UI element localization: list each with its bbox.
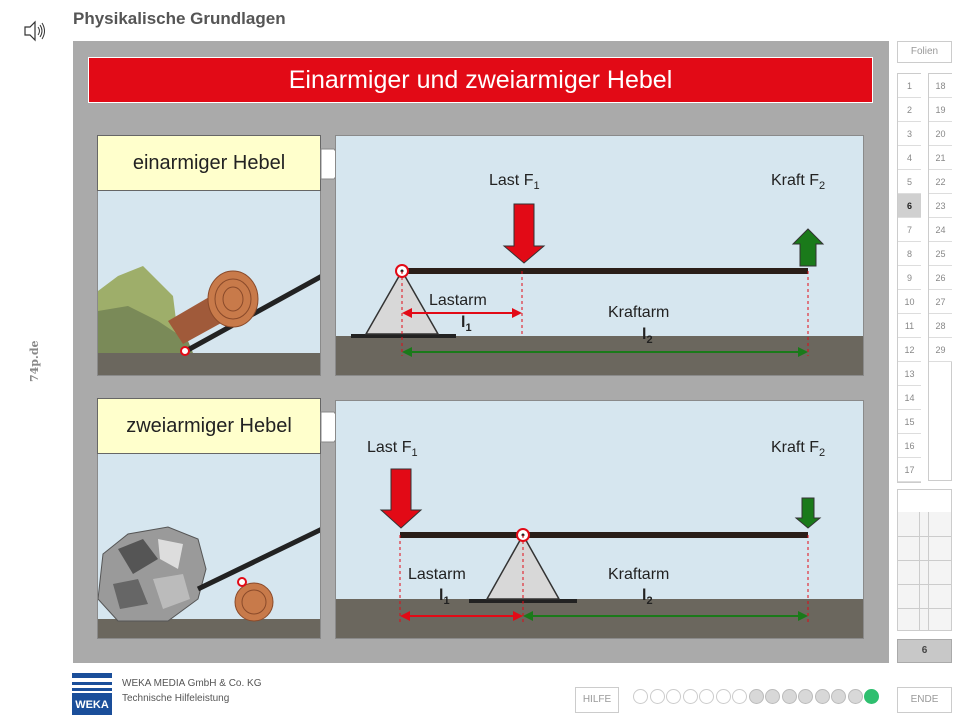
slide-nav-item-23[interactable]: 23 bbox=[929, 194, 952, 218]
slide-nav-item-20[interactable]: 20 bbox=[929, 122, 952, 146]
one-arm-lever-diagram bbox=[336, 203, 863, 375]
panel2-last-label: Last F1 bbox=[367, 439, 418, 460]
current-slide-indicator: 6 bbox=[897, 639, 952, 663]
slide-nav-item-28[interactable]: 28 bbox=[929, 314, 952, 338]
progress-dot[interactable] bbox=[798, 689, 813, 704]
progress-dot[interactable] bbox=[666, 689, 681, 704]
panel1-diagram: Last F1 Kraft F2 Lastarm l1 Kraftarm l2 bbox=[335, 135, 864, 376]
progress-dot[interactable] bbox=[633, 689, 648, 704]
side-watermark: 74p.de bbox=[28, 340, 41, 382]
nav-divider bbox=[898, 608, 951, 609]
slide-nav-item-18[interactable]: 18 bbox=[929, 74, 952, 98]
progress-dot[interactable] bbox=[847, 689, 863, 704]
panel2-label: zweiarmiger Hebel bbox=[97, 398, 321, 454]
panel2-lastarm-label: Lastarm bbox=[408, 566, 466, 583]
slide-nav-item-8[interactable]: 8 bbox=[898, 242, 921, 266]
logo-text: WEKA bbox=[75, 699, 109, 711]
slide-nav-item-7[interactable]: 7 bbox=[898, 218, 921, 242]
panel1-last-label: Last F1 bbox=[489, 172, 540, 193]
two-arm-lever-diagram bbox=[336, 468, 863, 638]
nav-control-col-right bbox=[928, 512, 951, 630]
progress-dot[interactable] bbox=[715, 689, 731, 704]
slide-nav-item-29[interactable]: 29 bbox=[929, 338, 952, 362]
slide-nav-item-22[interactable]: 22 bbox=[929, 170, 952, 194]
progress-dot[interactable] bbox=[649, 689, 665, 704]
progress-dot[interactable] bbox=[864, 689, 879, 704]
slide-nav-item-26[interactable]: 26 bbox=[929, 266, 952, 290]
panel1-label: einarmiger Hebel bbox=[97, 135, 321, 191]
weka-logo: WEKA bbox=[72, 673, 112, 715]
slide-nav-item-24[interactable]: 24 bbox=[929, 218, 952, 242]
slide-nav-item-17[interactable]: 17 bbox=[898, 458, 921, 482]
nav-divider bbox=[898, 584, 951, 585]
progress-dot[interactable] bbox=[781, 689, 797, 704]
slide-nav-item-13[interactable]: 13 bbox=[898, 362, 921, 386]
slide-nav-item-10[interactable]: 10 bbox=[898, 290, 921, 314]
folien-button[interactable]: Folien bbox=[897, 41, 952, 63]
slide-nav-item-16[interactable]: 16 bbox=[898, 434, 921, 458]
progress-dot[interactable] bbox=[765, 689, 780, 704]
slide-nav-item-11[interactable]: 11 bbox=[898, 314, 921, 338]
slide-nav-item-19[interactable]: 19 bbox=[929, 98, 952, 122]
panel1-l1-label: l1 bbox=[461, 314, 472, 335]
slide-nav-item-21[interactable]: 21 bbox=[929, 146, 952, 170]
panel2-kraft-label: Kraft F2 bbox=[771, 439, 826, 460]
logo-stripe bbox=[72, 691, 112, 693]
hilfe-button[interactable]: HILFE bbox=[575, 687, 619, 713]
panel2-diagram: Last F1 Kraft F2 Lastarm l1 Kraftarm l2 bbox=[335, 400, 864, 639]
nav-control-panel bbox=[897, 489, 952, 631]
panel1-lastarm-label: Lastarm bbox=[429, 292, 487, 309]
slide-nav-item-25[interactable]: 25 bbox=[929, 242, 952, 266]
nav-divider bbox=[898, 560, 951, 561]
slide-nav-item-27[interactable]: 27 bbox=[929, 290, 952, 314]
slide-nav-item-6[interactable]: 6 bbox=[898, 194, 921, 218]
panel1-kraftarm-label: Kraftarm bbox=[608, 304, 670, 321]
course-subtitle: Technische Hilfeleistung bbox=[122, 693, 230, 704]
slide-nav-item-14[interactable]: 14 bbox=[898, 386, 921, 410]
slide-nav-item-15[interactable]: 15 bbox=[898, 410, 921, 434]
panel1-kraft-label: Kraft F2 bbox=[771, 172, 826, 193]
slide-nav-item-3[interactable]: 3 bbox=[898, 122, 921, 146]
slide-title: Einarmiger und zweiarmiger Hebel bbox=[88, 57, 873, 103]
panel2-l2-label: l2 bbox=[642, 587, 653, 608]
logo-stripe bbox=[72, 678, 112, 682]
progress-dot[interactable] bbox=[699, 689, 714, 704]
section-title: Physikalische Grundlagen bbox=[73, 9, 286, 28]
panel2-l1-label: l1 bbox=[439, 587, 450, 608]
progress-dot[interactable] bbox=[748, 689, 764, 704]
slide-nav-item-9[interactable]: 9 bbox=[898, 266, 921, 290]
ende-button[interactable]: ENDE bbox=[897, 687, 952, 713]
progress-dot[interactable] bbox=[682, 689, 698, 704]
panel2-kraftarm-label: Kraftarm bbox=[608, 566, 670, 583]
slide-nav-item-5[interactable]: 5 bbox=[898, 170, 921, 194]
logo-stripe bbox=[72, 685, 112, 688]
nav-divider bbox=[898, 536, 951, 537]
slide-nav-item-4[interactable]: 4 bbox=[898, 146, 921, 170]
progress-dot[interactable] bbox=[732, 689, 747, 704]
company-name: WEKA MEDIA GmbH & Co. KG bbox=[122, 678, 262, 689]
speaker-icon[interactable] bbox=[22, 18, 48, 44]
slide-nav-item-12[interactable]: 12 bbox=[898, 338, 921, 362]
slide-nav-item-2[interactable]: 2 bbox=[898, 98, 921, 122]
panel1-l2-label: l2 bbox=[642, 326, 653, 347]
nav-control-grid bbox=[898, 512, 951, 630]
nav-control-col-left bbox=[898, 512, 920, 630]
progress-dot[interactable] bbox=[814, 689, 830, 704]
slide-nav-item-1[interactable]: 1 bbox=[898, 74, 921, 98]
progress-dot[interactable] bbox=[831, 689, 846, 704]
